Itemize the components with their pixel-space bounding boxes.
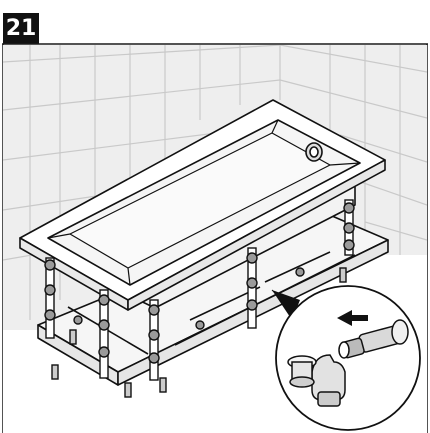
support-legs — [44, 199, 355, 398]
step-number-badge: 21 — [3, 13, 39, 44]
drain-detail-callout — [275, 285, 421, 431]
bathtub — [19, 99, 389, 386]
arrow-left-icon — [337, 310, 368, 326]
siphon-pipe — [287, 319, 409, 407]
